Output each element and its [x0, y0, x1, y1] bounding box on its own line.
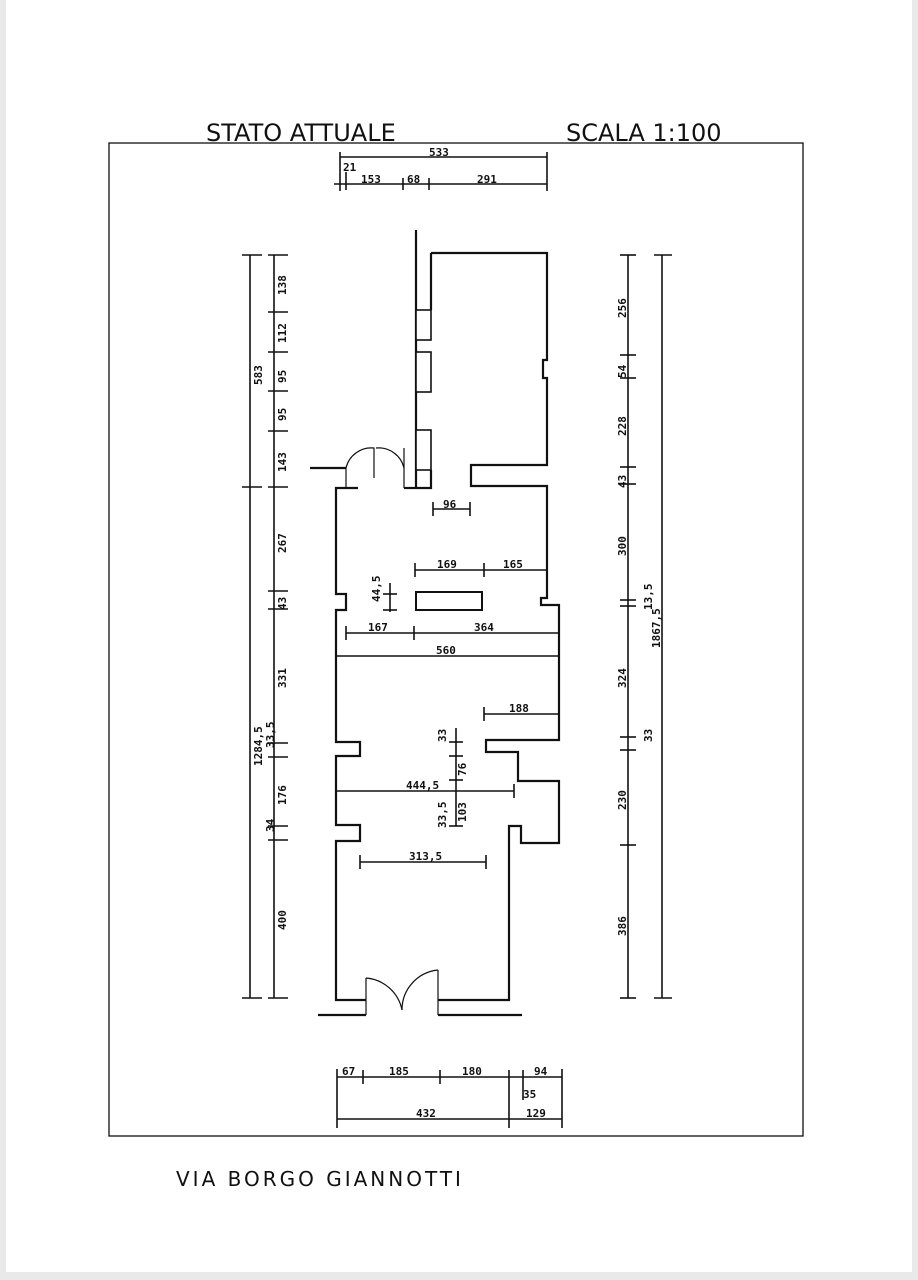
- dim-180: 180: [462, 1065, 482, 1078]
- dim-188: 188: [509, 702, 529, 715]
- dim-230: 230: [616, 790, 629, 810]
- dim-129: 129: [526, 1107, 546, 1120]
- dim-560: 560: [436, 644, 456, 657]
- dim-331: 331: [276, 668, 289, 688]
- dim-33-inner: 33: [436, 729, 449, 742]
- drawing-frame: [108, 142, 804, 1137]
- dim-21: 21: [343, 161, 357, 174]
- dim-300: 300: [616, 536, 629, 556]
- dim-185: 185: [389, 1065, 409, 1078]
- dim-33-5-left: 33,5: [264, 722, 277, 749]
- dim-1867-5: 1867,5: [650, 608, 663, 648]
- dim-112: 112: [276, 323, 289, 343]
- dim-167: 167: [368, 621, 388, 634]
- dim-313-5: 313,5: [409, 850, 442, 863]
- dim-95a: 95: [276, 370, 289, 383]
- dim-291: 291: [477, 173, 497, 186]
- dim-13-5: 13,5: [642, 584, 655, 611]
- dim-44-5: 44,5: [370, 576, 383, 603]
- dim-169: 169: [437, 558, 457, 571]
- dim-143: 143: [276, 452, 289, 472]
- dim-583: 583: [252, 365, 265, 385]
- dim-76: 76: [456, 762, 469, 776]
- street-label: VIA BORGO GIANNOTTI: [176, 1167, 464, 1191]
- scale-label: SCALA 1:100: [566, 119, 722, 147]
- dim-54: 54: [616, 364, 629, 378]
- dim-1284-5: 1284,5: [252, 726, 265, 766]
- plan-walls: [310, 230, 561, 1017]
- dim-256: 256: [616, 298, 629, 318]
- dim-432: 432: [416, 1107, 436, 1120]
- dim-67: 67: [342, 1065, 355, 1078]
- dim-68: 68: [407, 173, 420, 186]
- dim-34: 34: [264, 818, 277, 832]
- bottom-dimensions: 67 185 180 94 35 432 129: [336, 1065, 563, 1128]
- left-dimensions: 583 1284,5 138 112 95 95 143 267 43 331 …: [242, 254, 289, 999]
- dim-324: 324: [616, 668, 629, 688]
- plan-title: STATO ATTUALE: [206, 119, 396, 147]
- dim-103: 103: [456, 802, 469, 822]
- right-dimensions: 256 54 228 43 300 13,5 1867,5 324 33 230…: [616, 254, 672, 999]
- dim-43-right: 43: [616, 475, 629, 488]
- dim-364: 364: [474, 621, 494, 634]
- drawing-sheet: STATO ATTUALE SCALA 1:100 533 21 153 68 …: [6, 0, 912, 1272]
- dim-386: 386: [616, 916, 629, 936]
- dim-176: 176: [276, 785, 289, 805]
- dim-533: 533: [429, 146, 449, 159]
- interior-dimensions: 96 169 165 44,5 167 364 560 188 33 76 10…: [335, 498, 560, 869]
- dim-96: 96: [443, 498, 457, 511]
- dim-95b: 95: [276, 408, 289, 421]
- dim-165: 165: [503, 558, 523, 571]
- dim-228: 228: [616, 416, 629, 436]
- dim-444-5: 444,5: [406, 779, 439, 792]
- dim-94: 94: [534, 1065, 548, 1078]
- dim-33-right: 33: [642, 729, 655, 742]
- dim-153: 153: [361, 173, 381, 186]
- dim-267: 267: [276, 533, 289, 553]
- dim-138: 138: [276, 275, 289, 295]
- dim-35: 35: [523, 1088, 536, 1101]
- dim-33-5-inner: 33,5: [436, 802, 449, 829]
- top-dimensions: 533 21 153 68 291: [334, 146, 548, 191]
- dim-43: 43: [276, 597, 289, 610]
- floor-plan: STATO ATTUALE SCALA 1:100 533 21 153 68 …: [108, 119, 804, 1191]
- dim-400: 400: [276, 910, 289, 930]
